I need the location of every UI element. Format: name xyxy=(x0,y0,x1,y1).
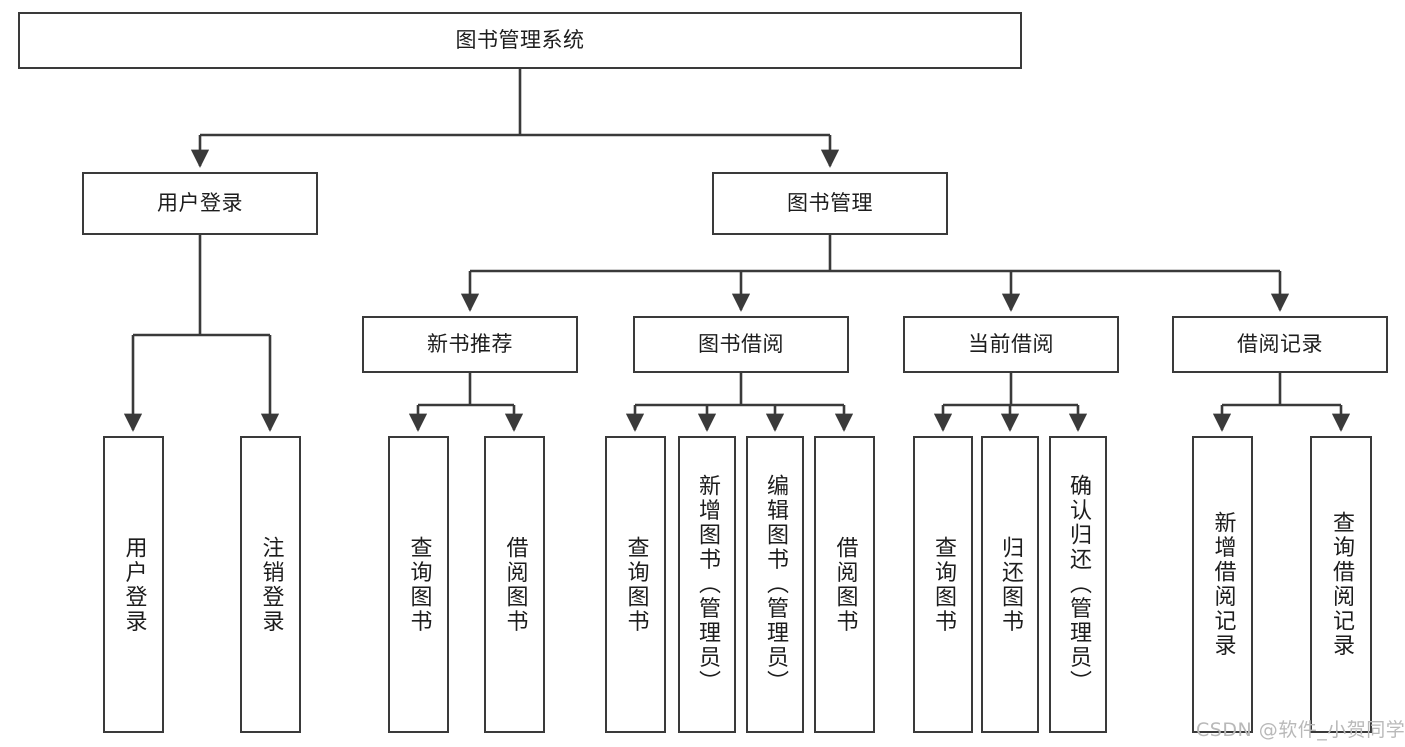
node-leaf-query-book-2-label: 查询图书 xyxy=(623,535,649,634)
node-leaf-return-book[interactable]: 归还图书 xyxy=(981,436,1039,733)
node-root-label: 图书管理系统 xyxy=(455,28,585,53)
node-leaf-edit-book[interactable]: 编辑图书（管理员） xyxy=(746,436,804,733)
node-leaf-edit-book-label: 编辑图书（管理员） xyxy=(763,474,788,695)
node-leaf-borrow-book-2-label: 借阅图书 xyxy=(832,535,858,634)
node-user-login-label: 用户登录 xyxy=(157,191,243,216)
node-leaf-user-logout[interactable]: 注销登录 xyxy=(240,436,301,733)
node-leaf-confirm-return[interactable]: 确认归还（管理员） xyxy=(1049,436,1107,733)
node-book-borrow-label: 图书借阅 xyxy=(698,332,784,357)
node-leaf-user-logout-label: 注销登录 xyxy=(258,535,284,634)
node-leaf-user-login[interactable]: 用户登录 xyxy=(103,436,164,733)
node-current-borrow-label: 当前借阅 xyxy=(968,332,1054,357)
node-leaf-confirm-return-label: 确认归还（管理员） xyxy=(1066,474,1091,695)
node-leaf-query-book-3-label: 查询图书 xyxy=(931,535,956,634)
node-borrow-record[interactable]: 借阅记录 xyxy=(1172,316,1388,373)
node-book-borrow[interactable]: 图书借阅 xyxy=(633,316,849,373)
node-leaf-add-borrow-record-label: 新增借阅记录 xyxy=(1210,511,1236,658)
node-leaf-borrow-book-2[interactable]: 借阅图书 xyxy=(814,436,875,733)
node-leaf-add-borrow-record[interactable]: 新增借阅记录 xyxy=(1192,436,1253,733)
node-leaf-add-book[interactable]: 新增图书（管理员） xyxy=(678,436,736,733)
node-book-manage-label: 图书管理 xyxy=(787,191,873,216)
node-leaf-query-book-3[interactable]: 查询图书 xyxy=(913,436,973,733)
node-leaf-query-book-2[interactable]: 查询图书 xyxy=(605,436,666,733)
node-new-book-recommend-label: 新书推荐 xyxy=(427,332,513,357)
node-leaf-query-borrow-record[interactable]: 查询借阅记录 xyxy=(1310,436,1372,733)
node-leaf-query-borrow-record-label: 查询借阅记录 xyxy=(1329,511,1354,658)
node-leaf-return-book-label: 归还图书 xyxy=(998,535,1023,634)
node-user-login[interactable]: 用户登录 xyxy=(82,172,318,235)
node-book-manage[interactable]: 图书管理 xyxy=(712,172,948,235)
node-new-book-recommend[interactable]: 新书推荐 xyxy=(362,316,578,373)
node-leaf-borrow-book-1[interactable]: 借阅图书 xyxy=(484,436,545,733)
node-leaf-query-book-1[interactable]: 查询图书 xyxy=(388,436,449,733)
node-current-borrow[interactable]: 当前借阅 xyxy=(903,316,1119,373)
node-leaf-query-book-1-label: 查询图书 xyxy=(406,535,432,634)
node-leaf-add-book-label: 新增图书（管理员） xyxy=(695,474,720,695)
node-leaf-borrow-book-1-label: 借阅图书 xyxy=(502,535,528,634)
node-leaf-user-login-label: 用户登录 xyxy=(121,535,147,634)
node-root[interactable]: 图书管理系统 xyxy=(18,12,1022,69)
node-borrow-record-label: 借阅记录 xyxy=(1237,332,1323,357)
